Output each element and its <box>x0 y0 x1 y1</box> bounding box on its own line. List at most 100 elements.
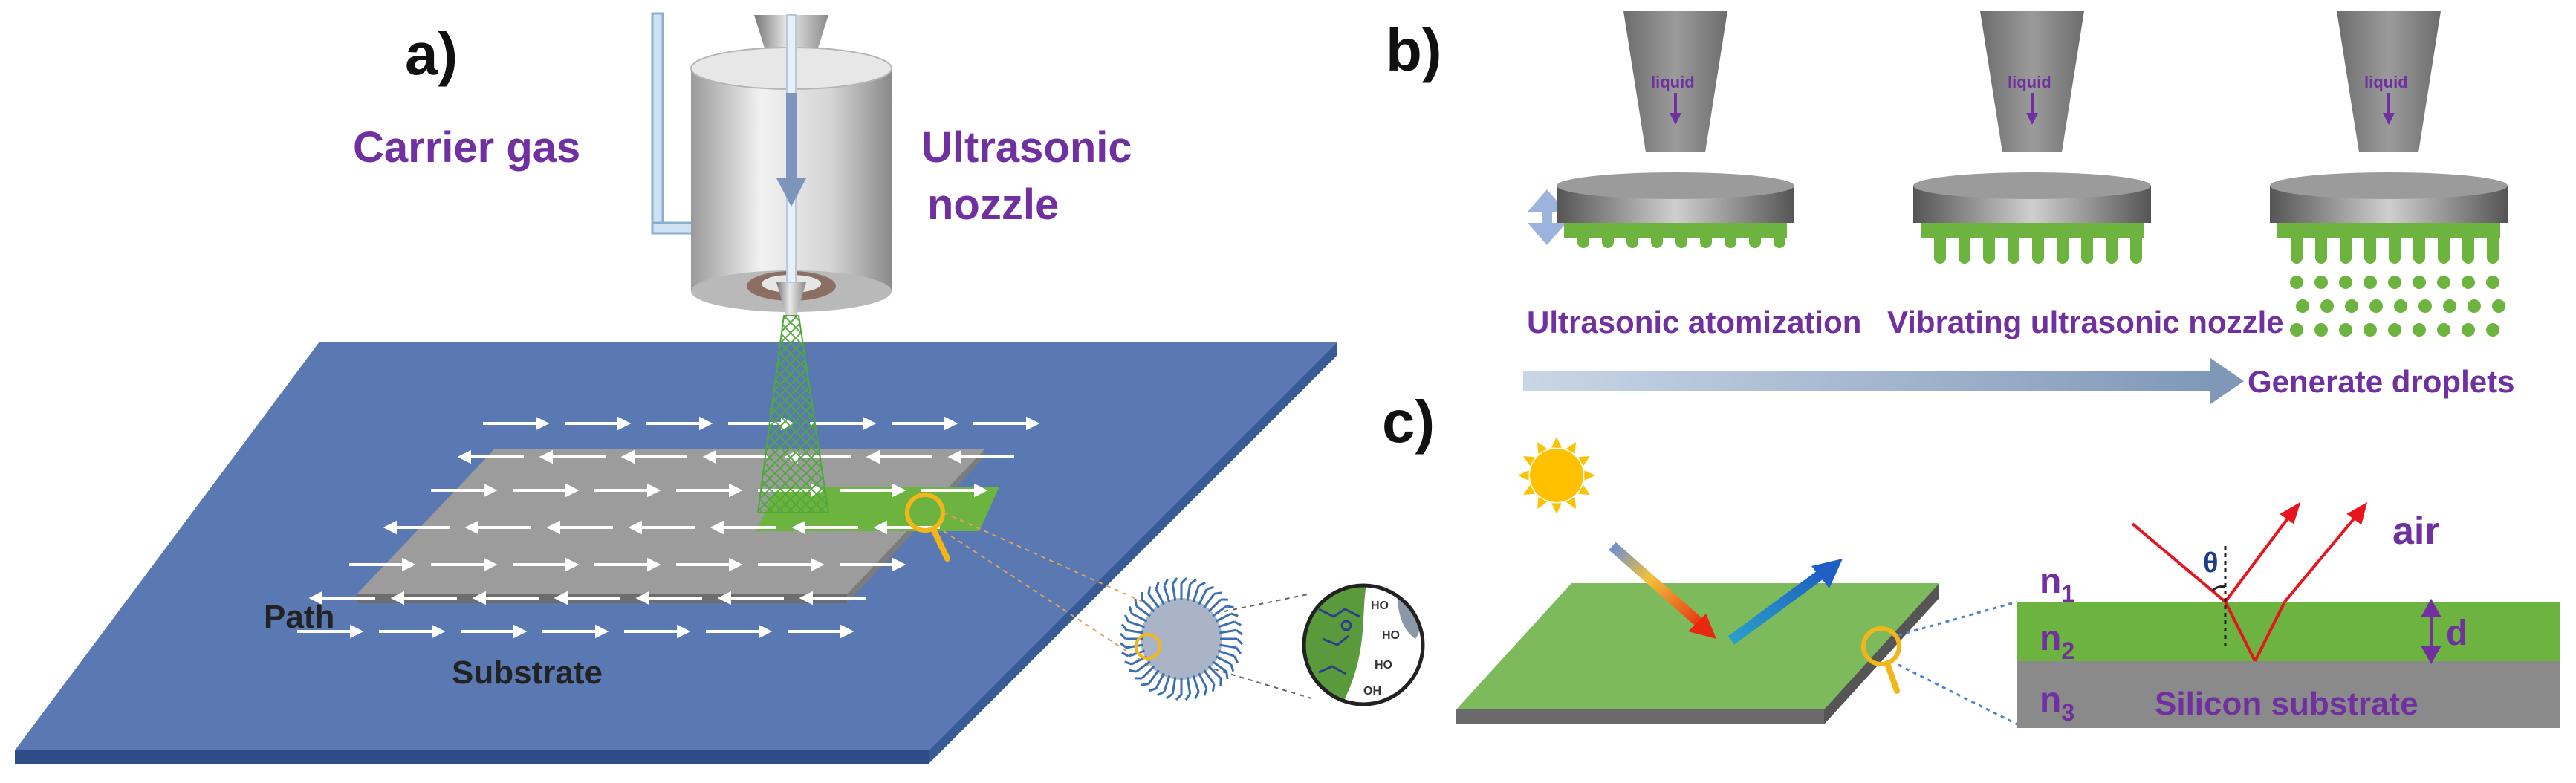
path-arrowhead <box>402 557 416 572</box>
droplet <box>2320 299 2334 313</box>
path-arrowhead <box>647 483 661 498</box>
droplet <box>2468 299 2481 313</box>
liquid-ligament <box>1983 230 1995 264</box>
ligand-inset: HO HO HO OH <box>1302 583 1425 706</box>
path-arrowhead <box>892 483 906 498</box>
ligand-branch <box>1163 579 1169 587</box>
liquid-label: liquid <box>2008 73 2051 91</box>
ligand-strand <box>1203 593 1216 608</box>
ligand-strand <box>1212 660 1227 673</box>
path-arrowhead <box>974 483 988 498</box>
ligand-branch <box>1198 581 1206 588</box>
path-arrowhead <box>628 520 642 535</box>
droplet <box>2388 323 2401 337</box>
nozzle-body <box>1623 11 1727 152</box>
liquid-ligament <box>1602 230 1614 248</box>
ligand-branch <box>1184 693 1191 701</box>
ligand-branch <box>1230 663 1235 672</box>
liquid-ligament <box>1675 230 1687 248</box>
liquid-ligament <box>2389 230 2401 264</box>
path-arrowhead <box>546 520 560 535</box>
droplet <box>2314 276 2328 289</box>
droplet <box>2443 299 2456 313</box>
panel-b-label: b) <box>1386 17 1442 83</box>
path-arrowhead <box>484 483 498 498</box>
inset-ho-3: HO <box>1375 659 1392 672</box>
nozzle-stage-3: liquid <box>2270 11 2508 337</box>
ligand-branch <box>1155 582 1160 590</box>
ligand-branch <box>1120 623 1128 631</box>
liquid-ligament <box>1959 230 1970 264</box>
liquid-ligament <box>1651 230 1663 248</box>
ligand-branch <box>1129 669 1137 673</box>
ligand-branch <box>1124 660 1132 666</box>
ligand-branch <box>1226 605 1234 609</box>
green-film-slab <box>1456 583 1939 724</box>
step2-label: Vibrating ultrasonic nozzle <box>1887 305 2284 339</box>
ligand-strand <box>1212 605 1227 617</box>
path-arrowhead <box>554 591 568 605</box>
angle-arc <box>2211 585 2226 592</box>
path-arrowhead <box>1026 416 1040 431</box>
path-arrowhead <box>717 591 731 605</box>
ligand-strand <box>1207 665 1222 680</box>
path-arrowhead <box>350 624 364 639</box>
path-arrowhead <box>383 520 397 535</box>
ligand-branch <box>1233 655 1239 663</box>
n2-label: n2 <box>2040 619 2074 664</box>
ligand-strand <box>1217 649 1235 657</box>
ligand-strand <box>1126 628 1143 634</box>
ligand-strand <box>1128 620 1146 628</box>
ligand-branch <box>1123 614 1130 623</box>
droplet <box>2394 299 2407 313</box>
path-arrowhead <box>565 557 580 572</box>
liquid-ligament <box>2438 230 2450 264</box>
liquid-ligament <box>1774 230 1785 248</box>
path-arrowhead <box>620 449 635 464</box>
ligand-strand <box>1207 598 1222 613</box>
droplet <box>2296 299 2309 313</box>
path-arrowhead <box>539 449 553 464</box>
path-arrowhead <box>565 483 580 498</box>
path-arrowhead <box>513 624 528 639</box>
substrate-label: Substrate <box>452 654 603 691</box>
liquid-ligament <box>2487 230 2499 264</box>
panel-c: c) n1 n2 n3 <box>1382 389 2560 728</box>
path-arrowhead <box>729 483 743 498</box>
sun-ray <box>1566 441 1576 455</box>
ligand-branch <box>1128 605 1133 614</box>
sun-ray <box>1584 470 1595 481</box>
path-arrowhead <box>677 624 691 639</box>
ligand-strand <box>1215 655 1232 666</box>
layer-cross-section <box>2017 602 2560 728</box>
magnifier-icon <box>905 493 950 562</box>
ligand-strand <box>1219 628 1237 634</box>
liquid-ligament <box>2291 230 2303 264</box>
ligand-strand <box>1171 677 1177 695</box>
path-arrowhead <box>892 557 906 572</box>
path-arrowhead <box>791 520 805 535</box>
ligand-strand <box>1192 585 1200 603</box>
nanoparticle-highlight <box>1135 633 1161 660</box>
panel-c-label: c) <box>1382 389 1435 455</box>
nozzle-label-line2: nozzle <box>927 181 1059 229</box>
droplet <box>2364 323 2377 337</box>
ligand-strand <box>1131 612 1148 623</box>
liquid-ligament <box>2032 230 2044 264</box>
ligand-branch <box>1194 691 1200 699</box>
ligand-strand <box>1128 649 1146 657</box>
droplet <box>2492 299 2505 313</box>
path-arrowhead <box>536 416 550 431</box>
step3-label: Generate droplets <box>2248 364 2514 399</box>
ligand-branch <box>1230 612 1239 617</box>
sun-ray <box>1518 470 1529 481</box>
ligand-branch <box>1233 620 1242 626</box>
droplet <box>2462 323 2475 337</box>
path-arrowhead <box>595 624 609 639</box>
path-arrowhead <box>840 624 854 639</box>
d-label: d <box>2446 614 2468 653</box>
n3-label: n3 <box>2040 680 2074 726</box>
path-arrowhead <box>702 449 716 464</box>
nozzle-disc-top <box>1557 172 1794 199</box>
sun-ray <box>1577 484 1591 495</box>
